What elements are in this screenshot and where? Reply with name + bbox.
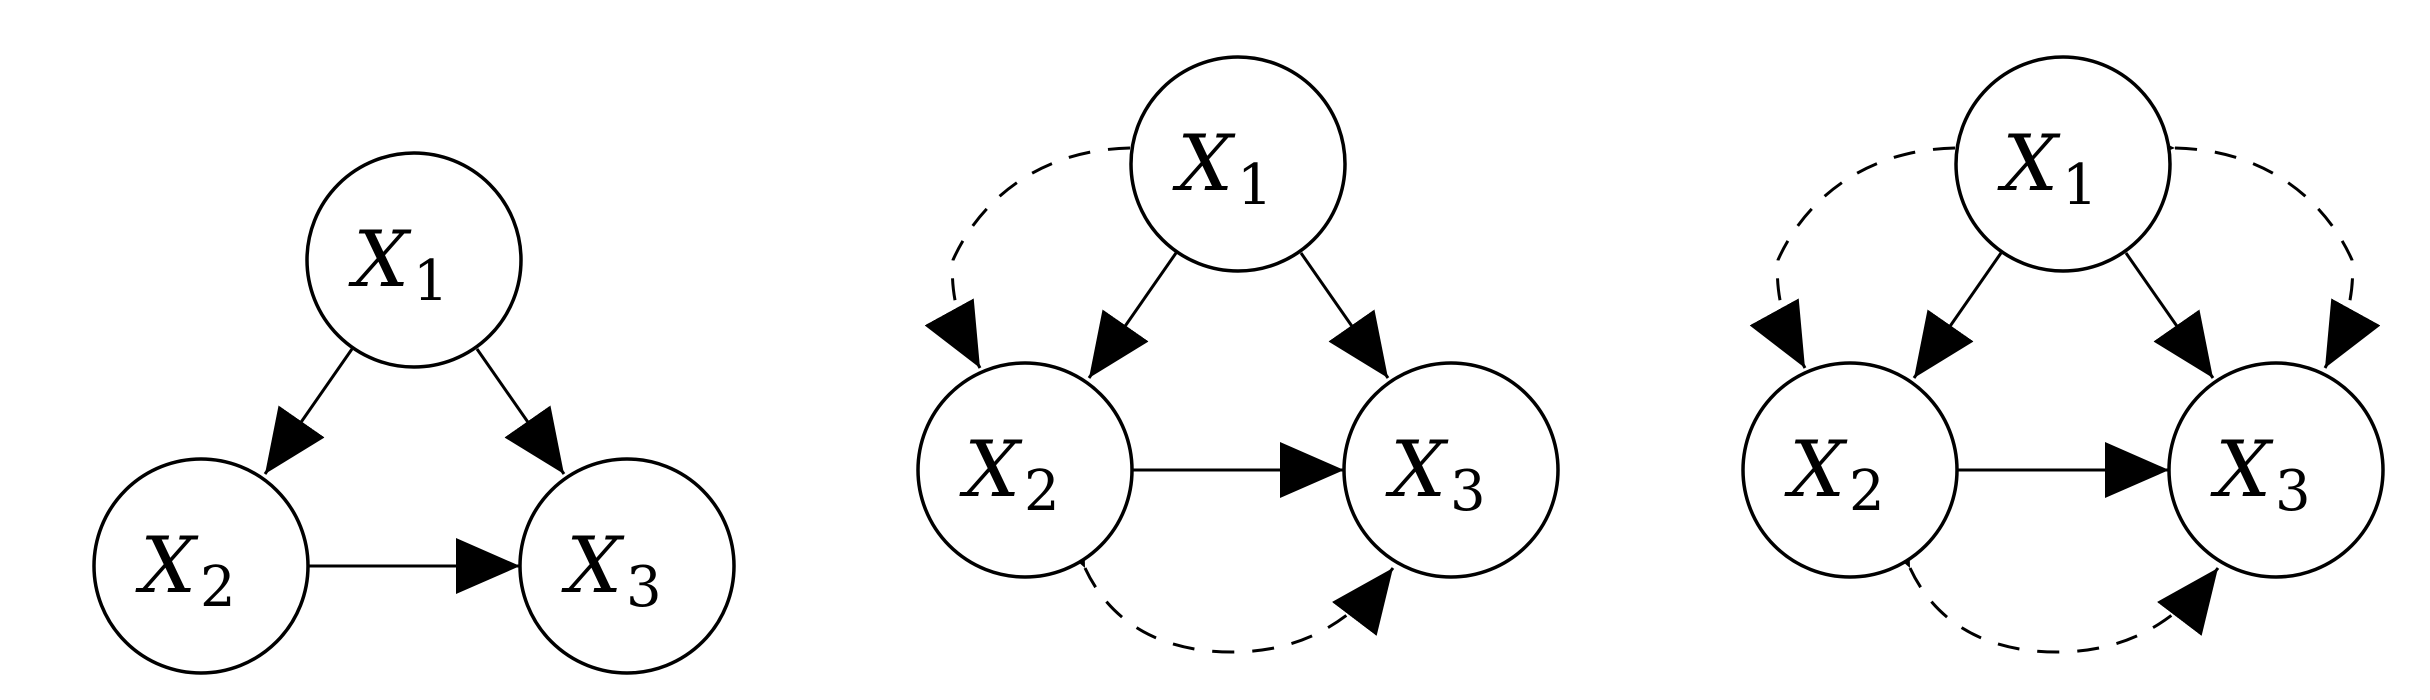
bidirected-edge-x1-x2 (1749, 118, 2020, 369)
node-label: X1 (1171, 119, 1272, 218)
edge-x1-to-x2 (263, 348, 354, 475)
causal-graph-2: X1 X2 X3 (916, 55, 1560, 654)
bidirected-edge-x1-x3 (2110, 118, 2381, 369)
edge-x1-to-x3 (475, 348, 566, 475)
bidirected-edge-x2-x3 (1857, 498, 2220, 654)
node-x1: X1 (1954, 55, 2172, 273)
node-x2: X2 (1741, 361, 1959, 579)
bidirected-edge-x1-x2 (924, 118, 1195, 369)
node-x3: X3 (2167, 361, 2385, 579)
node-label: X2 (958, 425, 1059, 524)
bidirected-edge-x2-x3 (1032, 498, 1395, 654)
edge-x1-to-x2 (1912, 252, 2003, 379)
node-label: X1 (1996, 119, 2097, 218)
directed-edges (1087, 252, 1390, 498)
node-label: X1 (347, 215, 448, 314)
directed-edges (263, 348, 566, 594)
bidirected-edges (924, 118, 1395, 654)
node-label: X3 (1384, 425, 1485, 524)
node-label: X3 (560, 521, 661, 620)
causal-graph-3: X1 X2 X3 (1741, 55, 2385, 654)
edge-x1-to-x3 (1299, 252, 1390, 379)
node-x1: X1 (1129, 55, 1347, 273)
node-x3: X3 (518, 457, 736, 675)
bidirected-edges (1749, 118, 2381, 654)
node-x1: X1 (305, 151, 523, 369)
directed-edges (1912, 252, 2215, 498)
node-x2: X2 (916, 361, 1134, 579)
node-x3: X3 (1342, 361, 1560, 579)
node-label: X2 (134, 521, 235, 620)
causal-graph-1: X1 X2 X3 (92, 151, 736, 675)
edge-x1-to-x2 (1087, 252, 1178, 379)
node-label: X2 (1783, 425, 1884, 524)
node-label: X3 (2209, 425, 2310, 524)
node-x2: X2 (92, 457, 310, 675)
edge-x1-to-x3 (2124, 252, 2215, 379)
